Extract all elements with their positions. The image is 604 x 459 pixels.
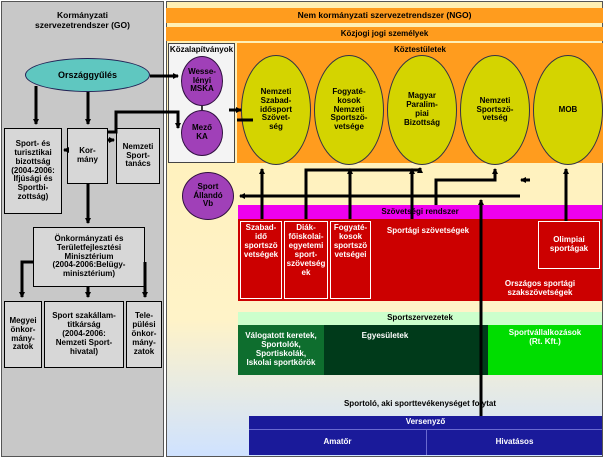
go-title: Kormányzati szervezetrendszer (GO): [35, 10, 130, 30]
egyesuletek-label: Egyesületek: [361, 331, 409, 340]
sport-bizottsag-box: Sport- és turisztikai bizottság (2004-20…: [4, 128, 62, 214]
sport-allando-ellipse: Sport Állandó Vb: [182, 172, 234, 220]
nemzeti-sporttanacs-box: Nemzeti Sport- tanács: [116, 128, 160, 184]
ministry-box: Önkormányzati és Területfejlesztési Mini…: [33, 227, 145, 287]
egyesuletek-box: [324, 325, 488, 375]
diak-box: Diák- főiskolai- egyetemi sport- szövets…: [284, 221, 328, 299]
szovetsegi-bar: Szövetségi rendszer: [238, 205, 602, 219]
kozjogi-bar: Közjogi jogi személyek: [166, 27, 603, 41]
ellipse-nemzeti-sportszovetseg: Nemzeti Sportszö- vetség: [460, 55, 530, 165]
valogatott-box: Válogatott keretek, Sportolók, Sportisko…: [238, 325, 324, 375]
sportszervezetek-bar: Sportszervezetek: [238, 312, 602, 325]
fogyatekosok-box: Fogyaté- kosok sportszö vetségei: [330, 221, 371, 299]
mezo-ellipse: Mező KA: [181, 110, 223, 156]
ellipse-fogyatekosok: Fogyaté- kosok Nemzeti Sportszö- vetsége: [314, 55, 384, 165]
kozalapitvanyok-label: Közalapítványok: [169, 45, 234, 54]
sportagi-label: Sportági szövetségek: [386, 226, 470, 235]
hivatasos-box: Hivatásos: [427, 429, 602, 455]
ellipse-szabadidosport: Nemzeti Szabad- idősport Szövet- ség: [241, 55, 311, 165]
olimpiai-box: Olimpiai sportágak: [538, 221, 600, 269]
wesselenyi-ellipse: Wesse- lényi MSKA: [181, 56, 223, 106]
allamtitkarsag-box: Sport szakállam- titkárság (2004-2006: N…: [44, 301, 124, 368]
orszaggyules-ellipse: Országgyűlés: [25, 58, 150, 92]
telepulesi-box: Tele- pülési önkor- mány- zatok: [126, 301, 162, 368]
ellipse-paralimpiai: Magyar Paralim- piai Bizottság: [387, 55, 457, 165]
versenyzo-bar: Versenyző: [249, 416, 602, 429]
kormany-box: Kor- mány: [67, 128, 108, 184]
sportvallalkozasok-box: Sportvállalkozások (Rt. Kft.): [488, 325, 602, 375]
koztestuletek-label: Köztestületek: [393, 45, 446, 54]
megyei-box: Megyei önkor- mány- zatok: [4, 301, 42, 368]
sportolo-label: Sportoló, aki sporttevékenységet folytat: [343, 399, 497, 408]
amator-box: Amatőr: [249, 429, 427, 455]
ellipse-mob: MOB: [533, 55, 603, 165]
ngo-title: Nem kormányzati szervezetrendszer (NGO): [166, 8, 603, 23]
szabadido-box: Szabad- idő sportszö vetségek: [240, 221, 282, 299]
orszagos-label: Országos sportági szakszövetségek: [504, 279, 576, 298]
